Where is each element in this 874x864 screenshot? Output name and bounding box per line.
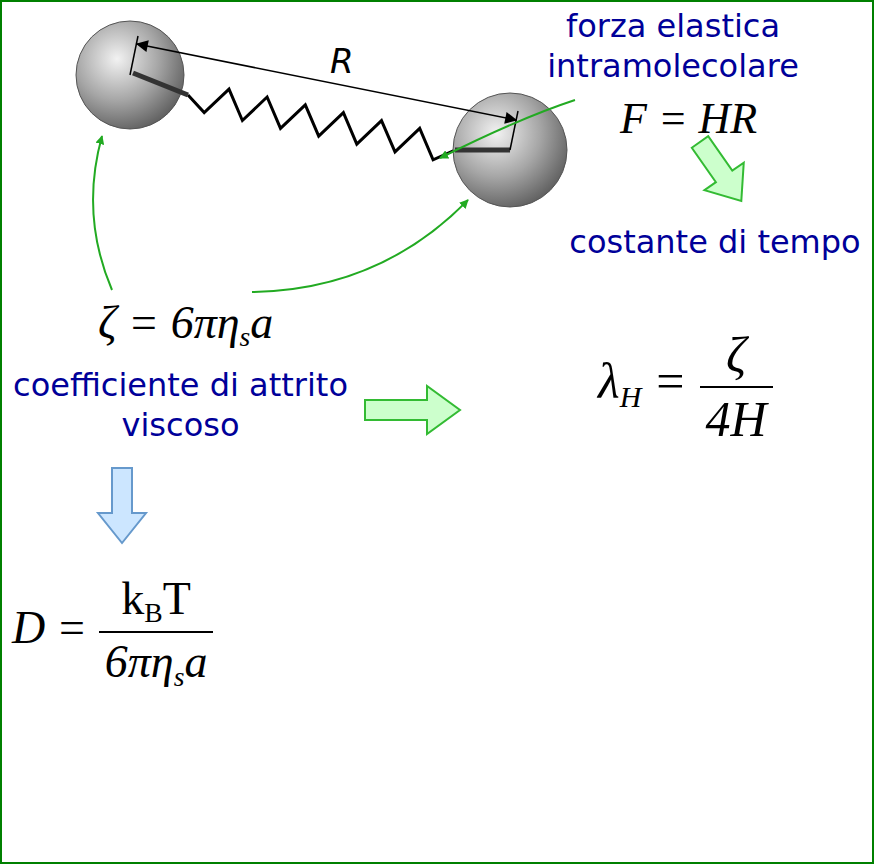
annotation-text: forza elastica intramolecolare [547, 7, 799, 85]
dimension-label: R [330, 41, 354, 81]
extension-line [510, 111, 518, 150]
subscript: s [174, 661, 185, 692]
text-block: coefficiente di attrito viscoso [8, 365, 353, 445]
annotation-text: costante di tempo [569, 223, 860, 261]
sphere [76, 21, 184, 129]
fraction: ζ 4H [700, 326, 773, 448]
fraction: kBT6πηsa [99, 572, 214, 693]
block-arrow [98, 468, 146, 543]
pointer-arrow [440, 100, 575, 158]
formula-term: a [184, 636, 207, 687]
denominator: 6πηsa [99, 631, 214, 692]
formula-term: 6πη [105, 636, 174, 687]
text-block: R [330, 42, 354, 80]
formula-term: a [250, 297, 273, 348]
denominator: 4H [700, 386, 773, 448]
formula-term: T [163, 573, 191, 624]
text-block: costante di tempo [565, 222, 865, 262]
subscript: B [144, 597, 162, 628]
subscript: H [620, 380, 642, 413]
formula-term: λ [598, 353, 620, 409]
formula: D=kBT6πηsa [12, 572, 213, 693]
subscript: s [240, 321, 251, 352]
formula-term: D [12, 602, 45, 653]
formula: λH = ζ 4H [598, 326, 773, 448]
formula-term: ζ [726, 327, 746, 383]
numerator: ζ [720, 326, 752, 386]
rod [455, 148, 510, 153]
formula: F = HR [620, 94, 757, 143]
text-block: forza elastica intramolecolare [498, 6, 848, 86]
block-arrow [365, 386, 460, 434]
dimension-line [137, 44, 516, 120]
formula-term: ζ = 6πη [98, 297, 240, 348]
formula-term: k [121, 573, 144, 624]
annotation-text: coefficiente di attrito viscoso [13, 366, 348, 444]
formula-term: 4H [706, 391, 767, 447]
formula: ζ = 6πηsa [98, 296, 273, 353]
formula-term: = [59, 602, 85, 653]
numerator: kBT [115, 572, 197, 631]
extension-line [130, 36, 138, 75]
text-block: F = HR [620, 94, 757, 144]
pointer-arrow [93, 136, 112, 290]
formula-term: = [656, 353, 684, 409]
pointer-arrow [252, 200, 468, 292]
rod [133, 73, 188, 95]
